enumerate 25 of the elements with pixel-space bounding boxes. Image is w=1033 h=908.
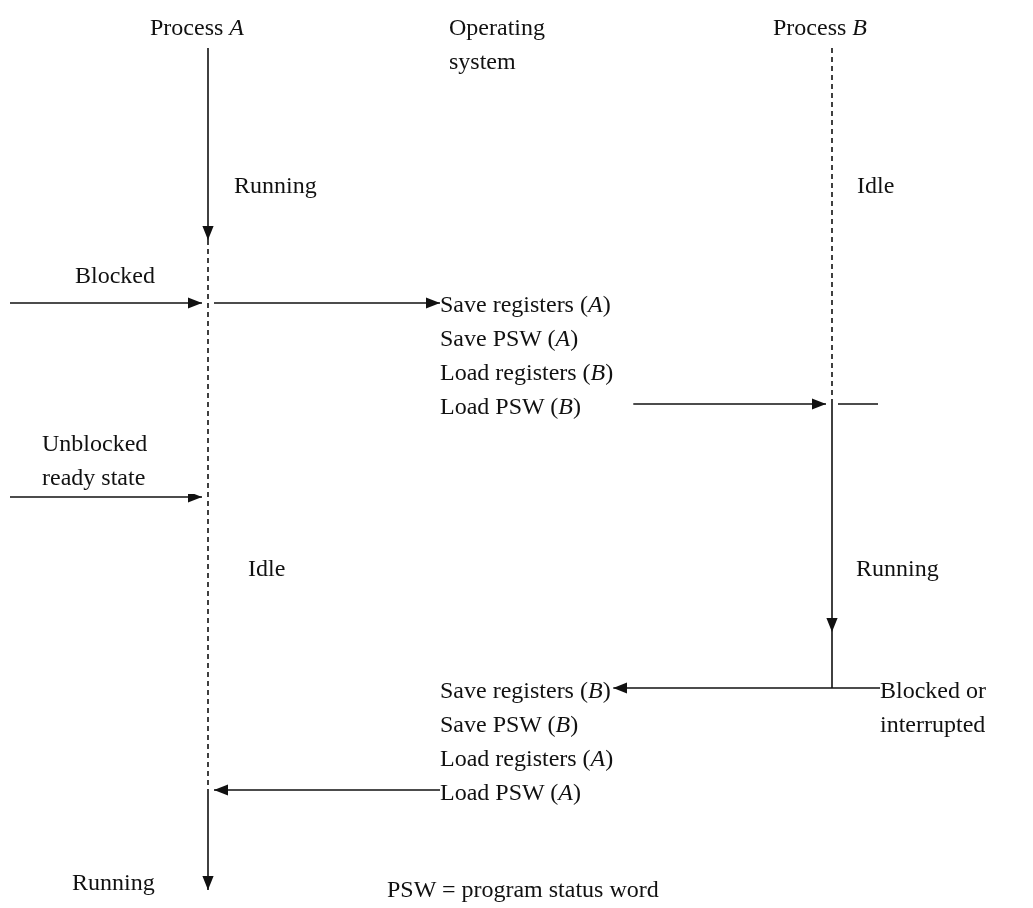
timeline-line (826, 48, 838, 690)
step-text: Load PSW (A) (440, 778, 582, 807)
arrow (213, 297, 441, 309)
state-label: Idle (857, 171, 895, 200)
arrow (632, 398, 827, 410)
column-heading: Operating system (449, 10, 579, 78)
caption: PSW = program status word (387, 875, 659, 904)
step-text: Load registers (B) (440, 358, 614, 387)
step-text: Load PSW (B) (440, 392, 582, 421)
timeline-line (202, 48, 214, 892)
column-heading: Process A (150, 10, 244, 44)
state-label: Running (72, 868, 155, 897)
state-label: Idle (248, 554, 286, 583)
step-text: Save PSW (A) (440, 324, 580, 353)
step-text: Save registers (A) (440, 290, 612, 319)
step-text: Save PSW (B) (440, 710, 580, 739)
state-label: Running (856, 554, 939, 583)
arrow (213, 784, 441, 796)
arrow (612, 682, 881, 694)
state-label: Running (234, 171, 317, 200)
column-heading: Process B (773, 10, 867, 44)
event-text: Blocked or interrupted (880, 673, 1030, 741)
arrow (9, 297, 203, 309)
step-text: Save registers (B) (440, 676, 612, 705)
step-text: Load registers (A) (440, 744, 614, 773)
